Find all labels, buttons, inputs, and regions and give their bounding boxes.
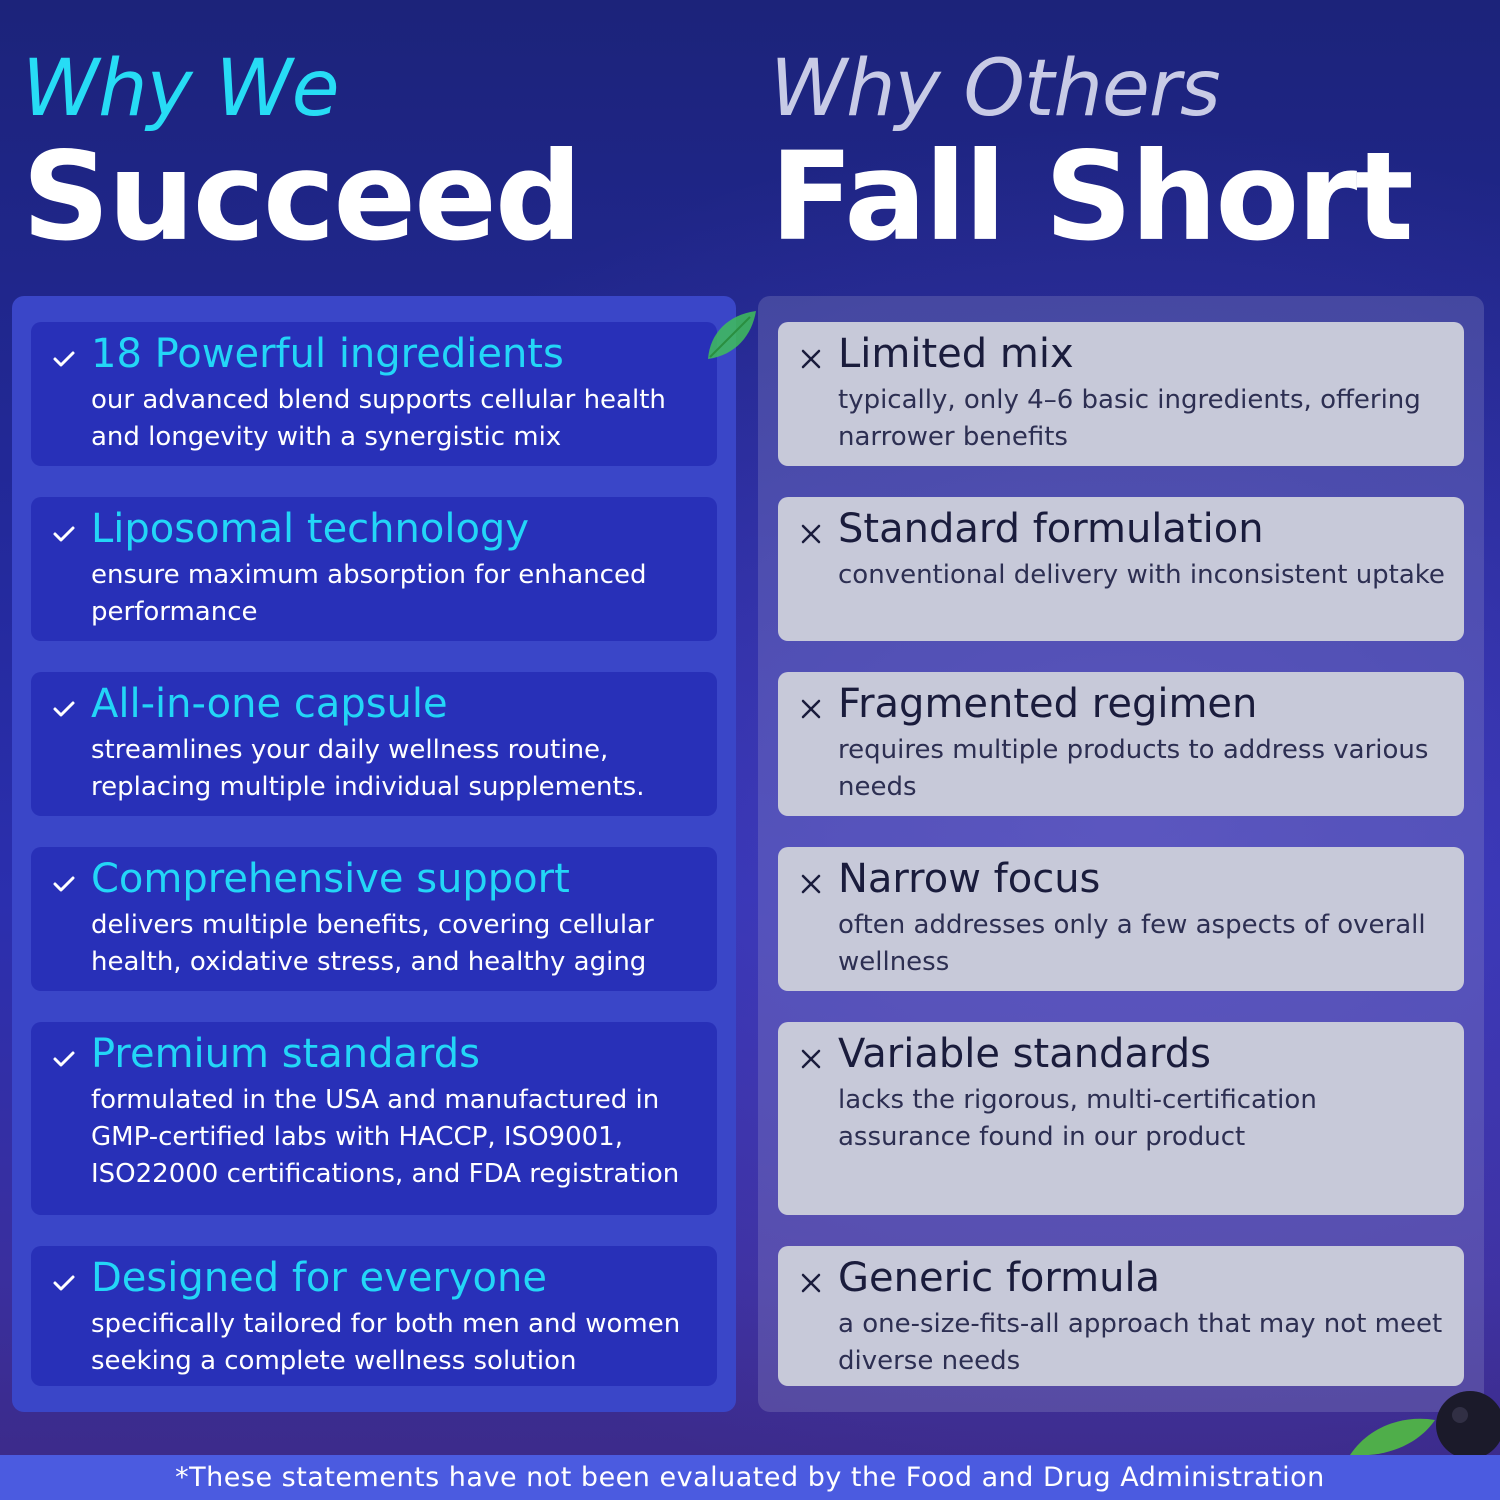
cross-icon	[801, 349, 821, 369]
shortcoming-title: Generic formula	[838, 1255, 1161, 1301]
cross-icon	[801, 699, 821, 719]
heading-script-left: Why We	[22, 44, 340, 134]
shortcoming-card: Limited mix typically, only 4–6 basic in…	[778, 322, 1464, 466]
shortcoming-title: Limited mix	[838, 331, 1074, 377]
benefit-card: Designed for everyone specifically tailo…	[31, 1246, 717, 1386]
cross-icon	[801, 1273, 821, 1293]
benefit-title: Comprehensive support	[91, 856, 570, 902]
fall-short-panel: Limited mix typically, only 4–6 basic in…	[758, 296, 1484, 1412]
cross-icon	[801, 874, 821, 894]
shortcoming-description: often addresses only a few aspects of ov…	[838, 910, 1426, 977]
checkmark-icon	[53, 526, 75, 542]
benefit-card: Premium standards formulated in the USA …	[31, 1022, 717, 1215]
benefit-description: delivers multiple benefits, covering cel…	[91, 910, 654, 977]
berry-icon	[1350, 1391, 1500, 1459]
shortcoming-title: Fragmented regimen	[838, 681, 1258, 727]
benefit-title: Liposomal technology	[91, 506, 529, 552]
heading-big-right: Fall Short	[770, 126, 1414, 268]
benefit-title: Designed for everyone	[91, 1255, 547, 1301]
shortcoming-description: conventional delivery with inconsistent …	[838, 560, 1445, 590]
benefit-title: 18 Powerful ingredients	[91, 331, 564, 377]
benefit-description: streamlines your daily wellness routine,…	[91, 735, 645, 802]
shortcoming-description: lacks the rigorous, multi-certification …	[838, 1085, 1317, 1152]
fda-disclaimer: *These statements have not been evaluate…	[0, 1455, 1500, 1500]
heading-why-others-fall-short: Why Others Fall Short	[770, 44, 1414, 268]
checkmark-icon	[53, 1275, 75, 1291]
checkmark-icon	[53, 351, 75, 367]
shortcoming-card: Fragmented regimen requires multiple pro…	[778, 672, 1464, 816]
shortcoming-card: Standard formulation conventional delive…	[778, 497, 1464, 641]
leaf-icon	[708, 311, 756, 359]
benefit-title: All-in-one capsule	[91, 681, 448, 727]
cross-icon	[801, 524, 821, 544]
shortcoming-title: Standard formulation	[838, 506, 1264, 552]
benefit-description: specifically tailored for both men and w…	[91, 1309, 681, 1376]
shortcoming-card: Variable standards lacks the rigorous, m…	[778, 1022, 1464, 1215]
shortcoming-title: Narrow focus	[838, 856, 1101, 902]
shortcoming-description: typically, only 4–6 basic ingredients, o…	[838, 385, 1421, 452]
checkmark-icon	[53, 1051, 75, 1067]
succeed-panel: 18 Powerful ingredients our advanced ble…	[12, 296, 736, 1412]
heading-why-we-succeed: Why We Succeed	[22, 44, 582, 268]
shortcoming-card: Generic formula a one-size-fits-all appr…	[778, 1246, 1464, 1386]
checkmark-icon	[53, 876, 75, 892]
checkmark-icon	[53, 701, 75, 717]
benefit-card: Comprehensive support delivers multiple …	[31, 847, 717, 991]
benefit-description: ensure maximum absorption for enhanced p…	[91, 560, 647, 627]
benefit-card: 18 Powerful ingredients our advanced ble…	[31, 322, 717, 466]
cross-icon	[801, 1049, 821, 1069]
heading-big-left: Succeed	[22, 126, 582, 268]
shortcoming-description: requires multiple products to address va…	[838, 735, 1429, 802]
shortcoming-card: Narrow focus often addresses only a few …	[778, 847, 1464, 991]
benefit-description: our advanced blend supports cellular hea…	[91, 385, 666, 452]
benefit-card: Liposomal technology ensure maximum abso…	[31, 497, 717, 641]
heading-script-right: Why Others	[770, 44, 1221, 134]
benefit-card: All-in-one capsule streamlines your dail…	[31, 672, 717, 816]
benefit-description: formulated in the USA and manufactured i…	[91, 1085, 680, 1189]
benefit-title: Premium standards	[91, 1031, 480, 1077]
shortcoming-description: a one-size-fits-all approach that may no…	[838, 1309, 1443, 1376]
shortcoming-title: Variable standards	[838, 1031, 1211, 1077]
